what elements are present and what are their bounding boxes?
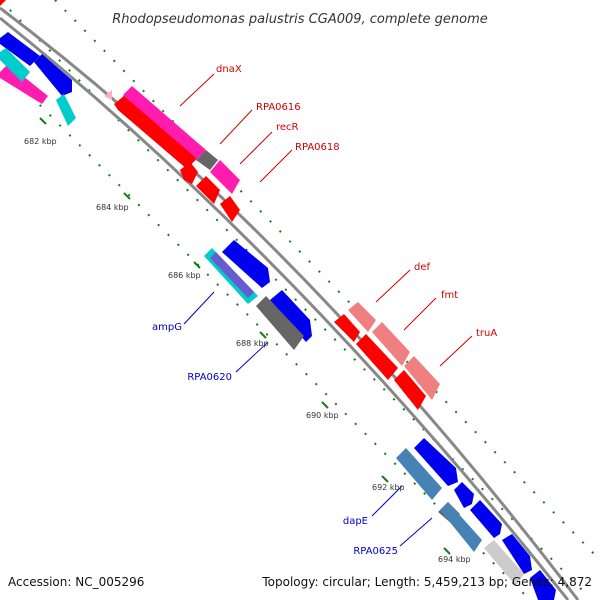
label-ampG[interactable]: ampG: [152, 322, 182, 333]
genes-magenta: [0, 64, 240, 194]
gene-fmt-red[interactable]: [356, 334, 398, 380]
gene-blue-686[interactable]: [222, 240, 270, 288]
gene-red-684a[interactable]: [180, 162, 198, 184]
leader-RPA0618: [259, 149, 293, 183]
gene-dapE[interactable]: [396, 448, 442, 500]
kbp-tick-688: [259, 331, 267, 339]
gene-blue-688[interactable]: [270, 290, 312, 342]
genes-forward-outer: [0, 32, 556, 600]
gene-red-684b[interactable]: [196, 176, 220, 204]
kbp-label-694: 694 kbp: [438, 555, 471, 564]
gene-blue-693[interactable]: [454, 482, 474, 508]
gene-recR[interactable]: [210, 160, 240, 194]
leader-truA: [439, 335, 473, 367]
kbp-label-682: 682 kbp: [24, 137, 57, 146]
gene-truA-red[interactable]: [394, 370, 426, 410]
leader-RPA0616: [219, 109, 253, 145]
gene-def-red[interactable]: [334, 314, 360, 342]
kbp-tick-686: [193, 261, 201, 269]
gene-lightgray-695[interactable]: [484, 540, 524, 586]
topology-text: Topology: circular; Length: 5,459,213 bp…: [261, 575, 592, 589]
leader-dnaX: [179, 73, 215, 107]
backbone-line-2: [0, 16, 570, 600]
kbp-label-684: 684 kbp: [96, 203, 129, 212]
label-RPA0616[interactable]: RPA0616: [256, 102, 301, 113]
kbp-label-692: 692 kbp: [372, 483, 405, 492]
gene-ampG-inner[interactable]: [210, 252, 254, 298]
kbp-label-690: 690 kbp: [306, 411, 339, 420]
genes-def-fmt-truA: [334, 302, 440, 410]
gene-cyan-topleft[interactable]: [0, 48, 30, 82]
kbp-label-688: 688 kbp: [236, 339, 269, 348]
gene-dnaX[interactable]: [120, 86, 206, 162]
leader-lines: [179, 73, 473, 547]
gene-blue-top-2[interactable]: [34, 54, 72, 96]
gene-blue-692[interactable]: [414, 438, 458, 486]
gene-blue-695[interactable]: [502, 534, 532, 574]
label-recR[interactable]: recR: [276, 122, 299, 133]
gene-blue-694a[interactable]: [470, 500, 502, 538]
genes-reverse-red: [0, 0, 240, 222]
gene-magenta-top-1[interactable]: [0, 64, 48, 104]
label-def[interactable]: def: [414, 262, 431, 273]
backbone: [0, 6, 580, 600]
gene-RPA0616[interactable]: [196, 150, 218, 170]
leader-recR: [239, 131, 273, 165]
gene-RPA0625[interactable]: [440, 502, 482, 552]
backbone-line-1: [0, 6, 580, 600]
gene-red-topleft[interactable]: [0, 0, 6, 6]
leader-RPA0620: [235, 341, 269, 373]
kbp-tick-684: [123, 192, 131, 200]
gene-red-683[interactable]: [114, 96, 196, 170]
kbp-labels: 682 kbp 684 kbp 686 kbp 688 kbp 690 kbp …: [24, 137, 471, 564]
kbp-tick-682: [39, 117, 47, 125]
gene-labels: dnaX RPA0616 recR RPA0618 def fmt truA a…: [152, 64, 497, 557]
leader-fmt: [403, 297, 437, 331]
tick-row-outer: [54, 0, 600, 561]
label-RPA0625[interactable]: RPA0625: [353, 546, 398, 557]
kbp-tick-692: [381, 475, 389, 483]
leader-dapE: [371, 485, 403, 517]
gene-pink-tip[interactable]: [104, 90, 112, 100]
gene-blue-696[interactable]: [530, 570, 556, 600]
label-truA[interactable]: truA: [476, 328, 497, 339]
kbp-tick-694: [443, 547, 451, 555]
leader-ampG: [183, 291, 215, 325]
leader-RPA0625: [399, 517, 433, 547]
label-dapE[interactable]: dapE: [343, 516, 368, 527]
label-RPA0618[interactable]: RPA0618: [295, 142, 340, 153]
gene-blue-topleft[interactable]: [0, 32, 40, 66]
kbp-ticks: [39, 117, 451, 555]
kbp-tick-690: [321, 401, 329, 409]
label-fmt[interactable]: fmt: [441, 290, 458, 301]
kbp-label-686: 686 kbp: [168, 271, 201, 280]
gene-RPA0620[interactable]: [256, 296, 304, 350]
gene-def-pink[interactable]: [348, 302, 376, 332]
gene-RPA0618[interactable]: [220, 196, 240, 222]
genes-cyan: [0, 48, 258, 304]
gene-cyan-top-2[interactable]: [56, 94, 76, 126]
gene-fmt-pink[interactable]: [372, 322, 410, 366]
label-RPA0620[interactable]: RPA0620: [187, 372, 232, 383]
gene-truA-pink[interactable]: [404, 356, 440, 400]
label-dnaX[interactable]: dnaX: [216, 64, 242, 75]
leader-def: [375, 269, 411, 303]
genome-title: Rhodopseudomonas palustris CGA009, compl…: [112, 12, 488, 27]
genes-steel: [396, 448, 482, 552]
accession-text: Accession: NC_005296: [8, 575, 144, 589]
